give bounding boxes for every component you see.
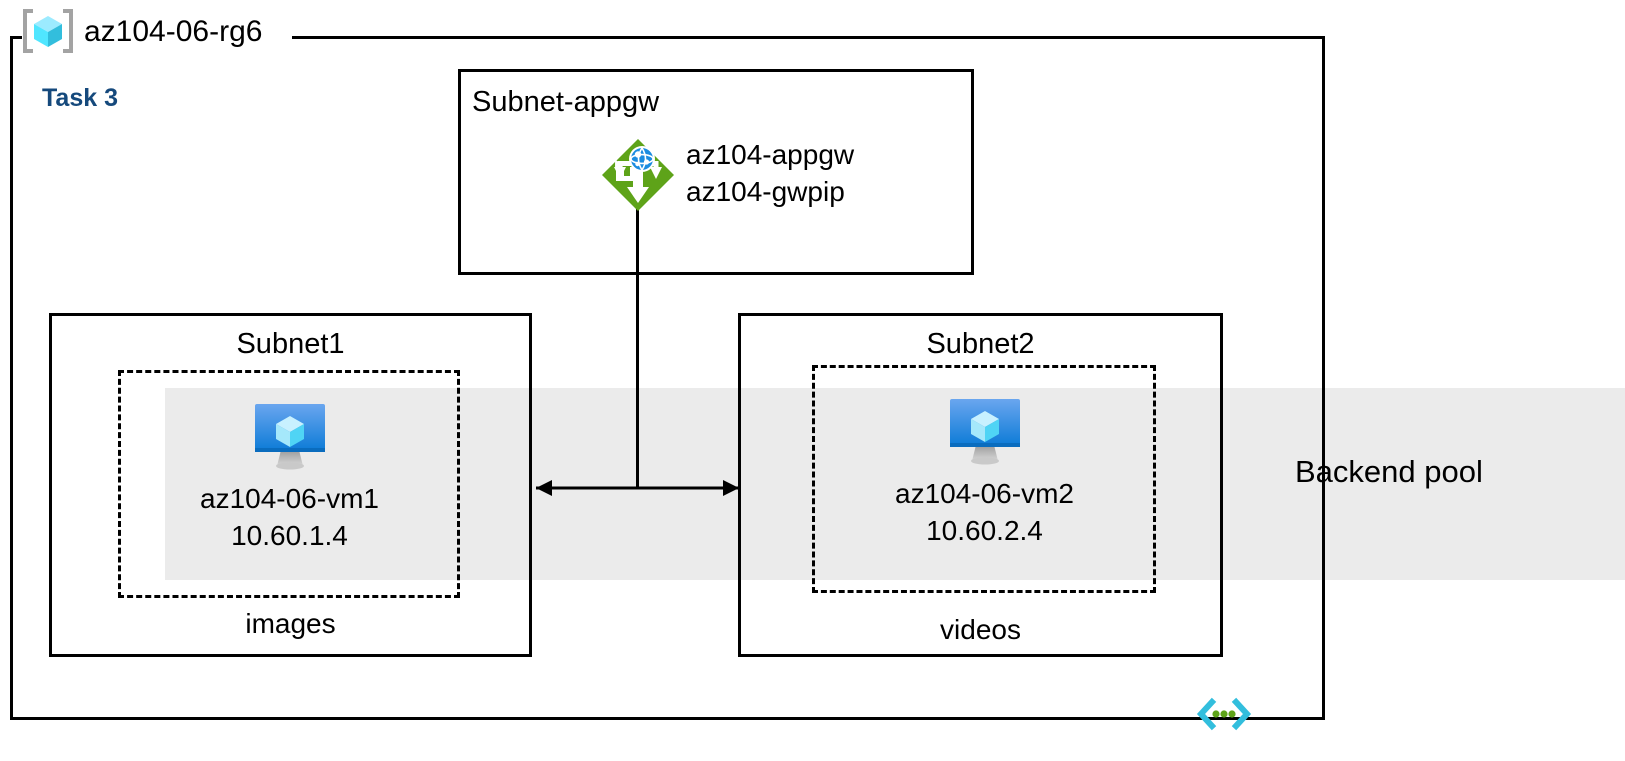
subnet-link-arrow <box>536 480 739 496</box>
subnet1-footer-label: images <box>245 608 336 639</box>
appgw-name: az104-appgw <box>686 139 855 170</box>
backend-pool-label: Backend pool <box>1295 454 1483 489</box>
virtual-machine-icon <box>254 404 325 470</box>
subnet1-vm-group <box>118 370 460 598</box>
subnet2-vm-group <box>812 365 1156 593</box>
subnet2-box <box>738 313 1223 657</box>
appgw-public-ip: az104-gwpip <box>686 176 845 207</box>
appgw-connector-line <box>636 205 639 488</box>
code-brackets-template-icon <box>1196 697 1252 731</box>
subnet1-title: Subnet1 <box>236 328 345 360</box>
application-gateway-icon <box>602 139 674 211</box>
vm1-ip: 10.60.1.4 <box>231 520 348 551</box>
subnet1-box <box>49 313 532 657</box>
virtual-machine-icon <box>949 399 1020 465</box>
subnet2-footer-label: videos <box>940 614 1021 645</box>
backend-pool-band <box>165 388 1625 580</box>
resource-group-cube-icon <box>23 9 73 53</box>
vm1-node[interactable]: az104-06-vm1 10.60.1.4 <box>148 400 431 554</box>
vm1-name: az104-06-vm1 <box>200 483 379 514</box>
resource-group-title: az104-06-rg6 <box>84 15 263 48</box>
subnet-appgw-title: Subnet-appgw <box>472 86 660 118</box>
task-label: Task 3 <box>42 84 118 112</box>
vm2-node[interactable]: az104-06-vm2 10.60.2.4 <box>843 395 1126 549</box>
vm2-ip: 10.60.2.4 <box>926 515 1043 546</box>
resource-group-boundary <box>10 36 1325 720</box>
application-gateway-labels: az104-appgw az104-gwpip <box>686 136 854 210</box>
vm2-name: az104-06-vm2 <box>895 478 1074 509</box>
subnet-appgw-box <box>458 69 974 275</box>
subnet2-title: Subnet2 <box>926 328 1035 360</box>
